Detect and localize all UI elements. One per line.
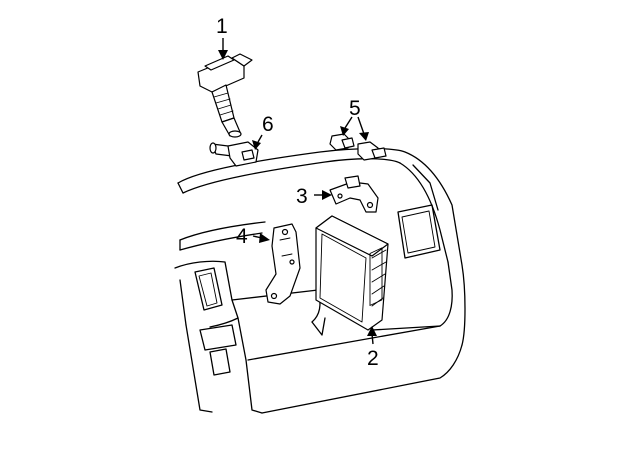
callout-2: 2 [367,347,379,370]
callout-5: 5 [349,97,361,120]
side-bracket-icon [265,223,301,305]
sensor-icon [209,141,259,167]
instrument-panel [174,147,466,414]
callout-3: 3 [296,185,308,208]
leader-lines [218,38,377,345]
callout-6: 6 [262,113,274,136]
callout-1: 1 [216,15,228,38]
sensor-pair-icon [329,133,387,161]
callout-4: 4 [236,225,248,248]
control-module-icon [315,215,389,331]
upper-bracket-icon [329,175,379,213]
ignition-coil-icon [197,53,253,138]
